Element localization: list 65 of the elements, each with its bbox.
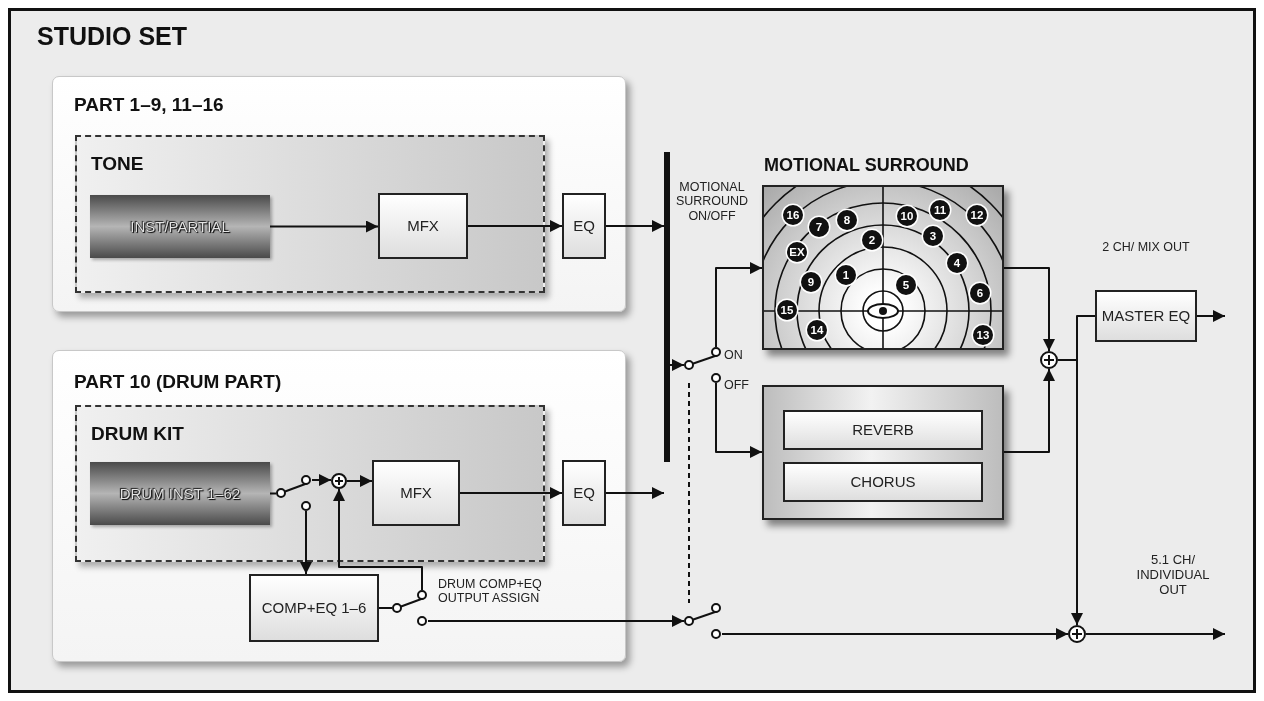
position-number: EX	[787, 242, 807, 262]
process-block: CHORUS	[783, 462, 983, 502]
switch-label: MOTIONAL SURROUND ON/OFF	[674, 180, 750, 224]
section-heading: DRUM KIT	[91, 423, 184, 445]
position-number: 15	[777, 300, 797, 320]
part-panel	[52, 76, 626, 312]
position-number: 2	[862, 230, 882, 250]
arrow	[459, 487, 563, 499]
arrow	[427, 615, 685, 627]
arrow	[311, 474, 332, 486]
position-number: 7	[809, 217, 829, 237]
part-panel	[52, 350, 626, 662]
instrument-block: INST/PARTIAL	[90, 195, 270, 258]
position-number: 10	[897, 206, 917, 226]
position-number: 9	[801, 272, 821, 292]
studio-set-frame	[8, 8, 1256, 693]
process-block: MASTER EQ	[1095, 290, 1197, 342]
diagram-title: STUDIO SET	[37, 22, 187, 51]
annotation-text: 2 CH/ MIX OUT	[1101, 240, 1191, 255]
dashed-group	[75, 135, 545, 293]
annotation-text: ON	[724, 348, 744, 363]
process-block: MFX	[378, 193, 468, 259]
position-number: 1	[836, 265, 856, 285]
arrow	[1003, 267, 1055, 352]
arrow	[1057, 359, 1083, 626]
arrow	[1085, 628, 1226, 640]
section-heading: PART 1–9, 11–16	[74, 94, 224, 116]
dashed-group	[75, 405, 545, 562]
arrow	[715, 262, 763, 348]
process-block: MFX	[372, 460, 460, 526]
position-number: 6	[970, 283, 990, 303]
bus-bar	[664, 152, 670, 462]
process-block: REVERB	[783, 410, 983, 450]
arrow	[605, 487, 665, 499]
summing-junction	[1040, 351, 1058, 369]
summing-junction	[1068, 625, 1086, 643]
arrow	[300, 510, 312, 575]
annotation-text: OFF	[724, 378, 750, 393]
annotation-text: DRUM COMP+EQ OUTPUT ASSIGN	[438, 577, 543, 606]
process-block: COMP+EQ 1–6	[249, 574, 379, 642]
position-number: 11	[930, 200, 950, 220]
position-number: 4	[947, 253, 967, 273]
arrow	[346, 475, 373, 487]
arrow	[269, 220, 379, 233]
position-number: 13	[973, 325, 993, 345]
section-heading: PART 10 (DRUM PART)	[74, 371, 282, 393]
position-number: 5	[896, 275, 916, 295]
arrow	[333, 488, 423, 591]
arrow	[669, 359, 685, 371]
position-number: 12	[967, 205, 987, 225]
arrow	[1196, 310, 1226, 322]
position-number: 8	[837, 210, 857, 230]
position-number: 14	[807, 320, 827, 340]
position-number: 3	[923, 226, 943, 246]
process-block: EQ	[562, 193, 606, 259]
summing-junction	[331, 473, 347, 489]
arrow	[605, 220, 665, 232]
arrow	[715, 382, 763, 458]
arrow	[721, 628, 1069, 640]
process-block: EQ	[562, 460, 606, 526]
position-number: 16	[783, 205, 803, 225]
section-heading: TONE	[91, 153, 144, 175]
arrow	[1003, 368, 1055, 453]
arrow	[467, 220, 563, 232]
section-heading: MOTIONAL SURROUND	[764, 155, 969, 176]
